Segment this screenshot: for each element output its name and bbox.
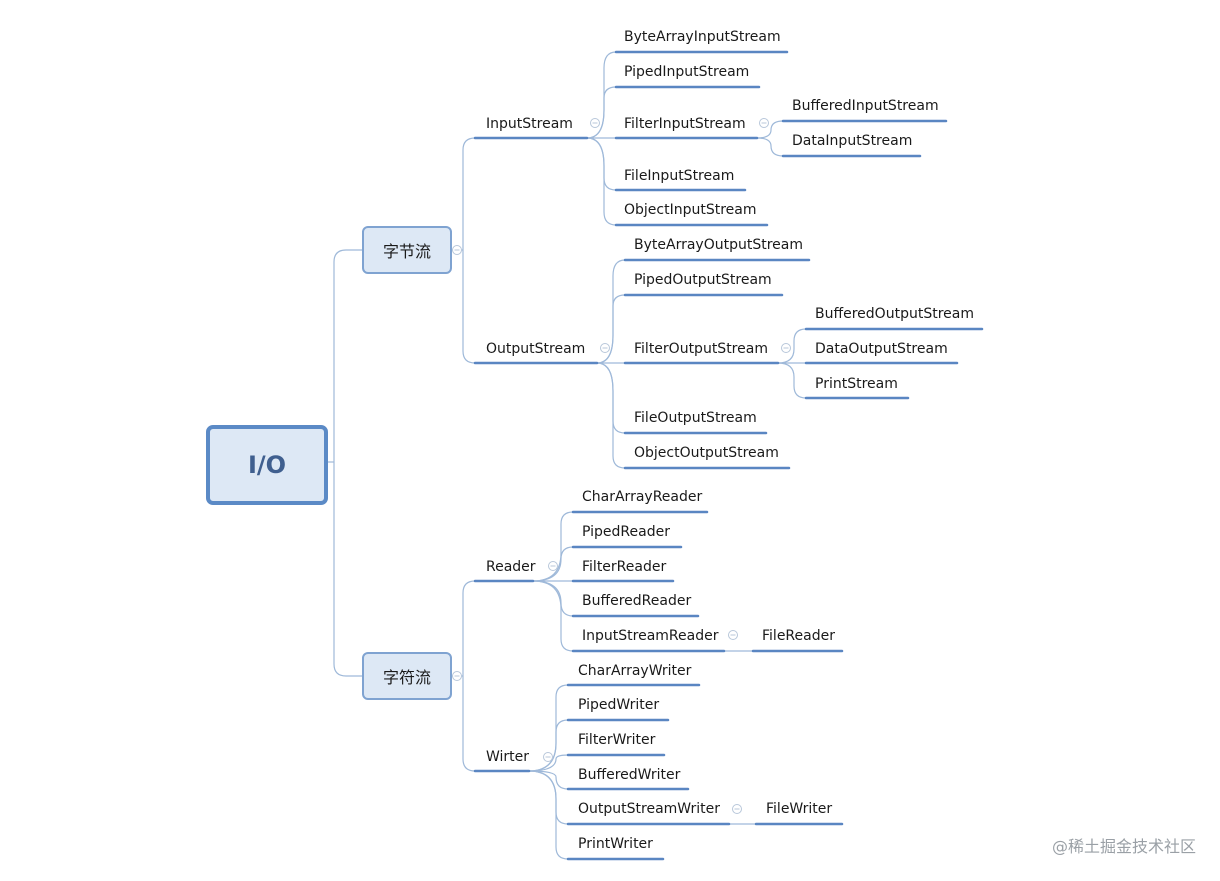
reader-node[interactable]: Reader [486,559,536,575]
bufferedoutputstream-node[interactable]: BufferedOutputStream [815,306,974,322]
objectoutputstream-node[interactable]: ObjectOutputStream [634,445,779,461]
watermark: @稀土掘金技术社区 [1051,837,1196,856]
outputstream-node[interactable]: OutputStream [486,341,586,357]
outputstreamwriter-node[interactable]: OutputStreamWriter [578,801,721,817]
datainputstream-node[interactable]: DataInputStream [792,133,913,149]
chararraywriter-node[interactable]: CharArrayWriter [578,663,692,679]
filterinputstream-node[interactable]: FilterInputStream [624,116,746,132]
pipedreader-node[interactable]: PipedReader [582,524,670,540]
printstream-node[interactable]: PrintStream [815,376,898,392]
filterreader-node[interactable]: FilterReader [582,559,667,575]
inputstreamreader-node[interactable]: InputStreamReader [582,628,719,644]
bufferedinputstream-node[interactable]: BufferedInputStream [792,98,939,114]
bufferedwriter-node[interactable]: BufferedWriter [578,767,681,783]
bytearrayoutputstream-node[interactable]: ByteArrayOutputStream [634,237,803,253]
filewriter-node[interactable]: FileWriter [766,801,833,817]
dataoutputstream-node[interactable]: DataOutputStream [815,341,948,357]
bytearrayinputstream-node[interactable]: ByteArrayInputStream [624,29,781,45]
char-stream-node[interactable]: 字符流 [362,652,452,700]
byte-stream-label: 字节流 [382,242,431,261]
filereader-node[interactable]: FileReader [762,628,835,644]
pipedinputstream-node[interactable]: PipedInputStream [624,64,750,80]
byte-stream-node[interactable]: 字节流 [362,226,452,274]
pipedwriter-node[interactable]: PipedWriter [578,697,660,713]
chararrayreader-node[interactable]: CharArrayReader [582,489,703,505]
fileoutputstream-node[interactable]: FileOutputStream [634,410,757,426]
filteroutputstream-node[interactable]: FilterOutputStream [634,341,768,357]
inputstream-node[interactable]: InputStream [486,116,573,132]
printwriter-node[interactable]: PrintWriter [578,836,653,852]
root-node[interactable]: I/O [206,425,328,505]
bufferedreader-node[interactable]: BufferedReader [582,593,692,609]
objectinputstream-node[interactable]: ObjectInputStream [624,202,757,218]
writer-node[interactable]: Wirter [486,749,530,765]
fileinputstream-node[interactable]: FileInputStream [624,168,735,184]
root-node-label: I/O [247,451,287,479]
filterwriter-node[interactable]: FilterWriter [578,732,656,748]
char-stream-label: 字符流 [382,668,431,687]
pipedoutputstream-node[interactable]: PipedOutputStream [634,272,772,288]
